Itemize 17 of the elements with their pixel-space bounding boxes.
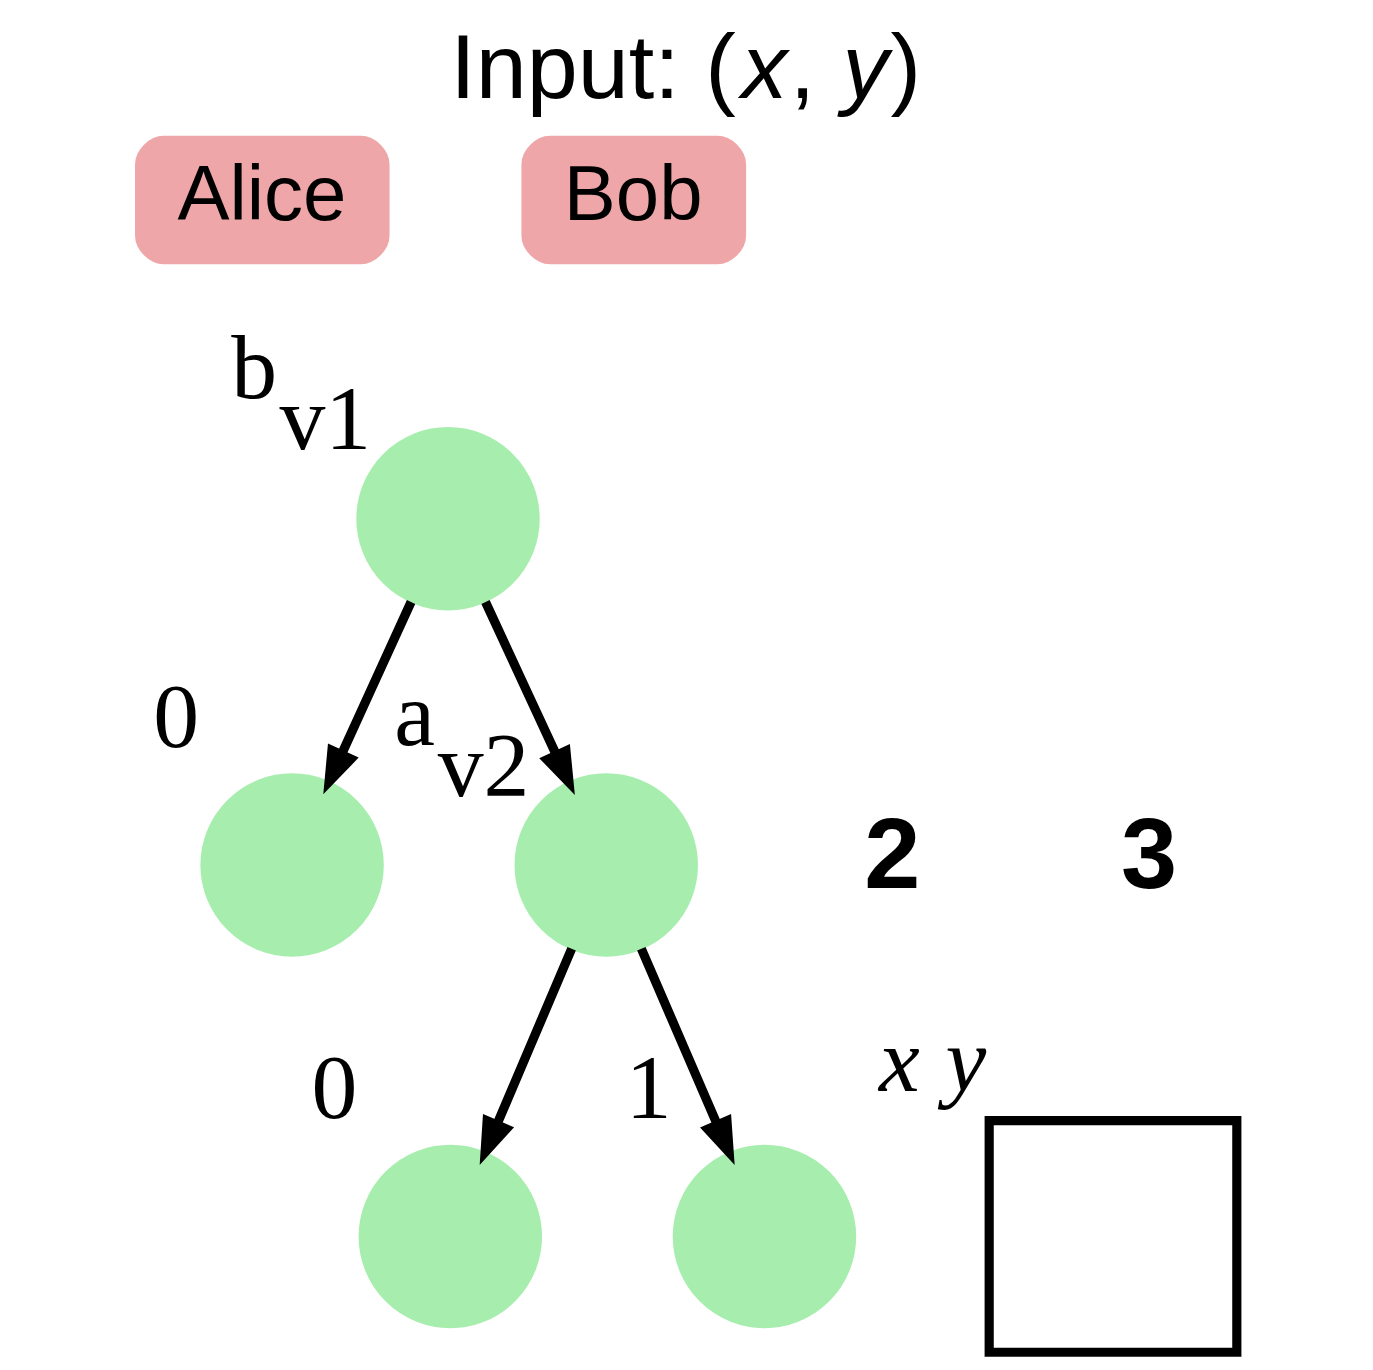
arrow	[637, 946, 735, 1166]
node-circle	[672, 1144, 857, 1329]
node-label: x	[879, 1008, 920, 1111]
node-circle	[358, 1144, 543, 1329]
node-box	[984, 1116, 1242, 1357]
node-circle	[200, 773, 384, 957]
arrow	[481, 600, 575, 795]
node-label: 0	[153, 664, 200, 767]
node-label: 0	[311, 1036, 358, 1139]
arrow	[479, 946, 576, 1166]
diagram-title: Input: (x, y)	[450, 14, 922, 117]
label: 2	[864, 797, 921, 910]
arrow	[323, 600, 416, 795]
node-box: Bob	[521, 135, 747, 265]
node-box: Alice	[135, 135, 390, 265]
node-label: 1	[625, 1036, 672, 1139]
label: 3	[1121, 797, 1178, 910]
